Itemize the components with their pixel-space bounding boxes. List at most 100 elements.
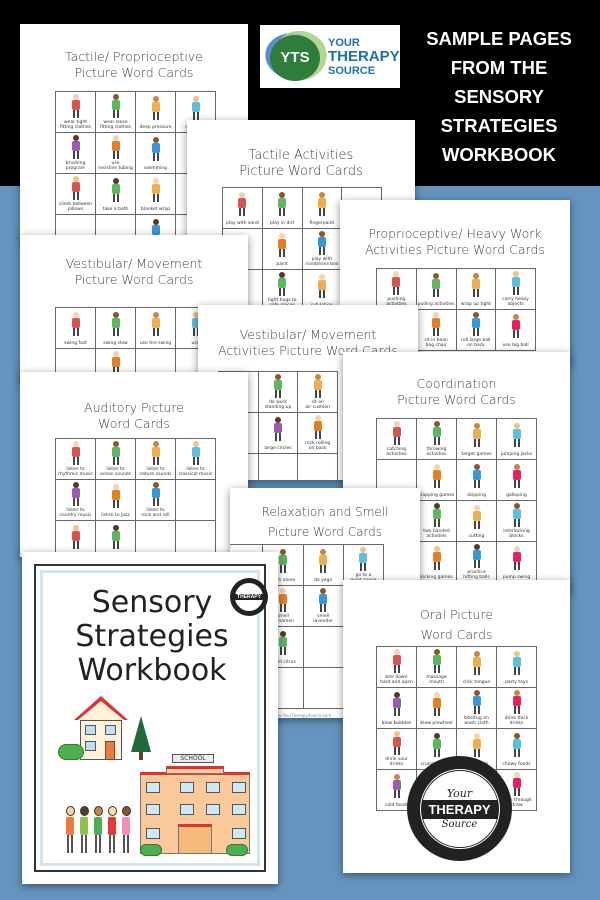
card-illustration [96, 439, 135, 467]
seal-therapy: THERAPY [421, 800, 498, 819]
window [206, 804, 220, 815]
card-label: drink sour drinks [385, 756, 408, 767]
picture-word-card: rub lotion [302, 270, 342, 305]
card-illustration [417, 310, 456, 338]
picture-word-card: pump swing [497, 542, 536, 582]
window [206, 782, 220, 793]
cover-title-line: Workbook [77, 653, 227, 688]
card-label: brushing program [65, 160, 86, 171]
cover-title-line: Sensory [91, 585, 213, 620]
title-line: Oral Picture [419, 607, 494, 622]
page-title: Relaxation and Smell Picture Word Cards [230, 502, 420, 542]
picture-word-card: listen to country music [56, 480, 95, 520]
picture-word-card: swing slow [96, 308, 135, 348]
child-figure-icon [70, 312, 82, 337]
child-figure-icon [391, 774, 403, 799]
card-illustration [377, 269, 416, 297]
child-figure-icon [316, 192, 328, 217]
card-illustration [304, 586, 343, 614]
child-figure-icon [190, 96, 202, 121]
card-illustration [457, 310, 496, 338]
title-line: Picture Word Cards [267, 525, 383, 539]
card-label: galloping [506, 492, 527, 498]
bush-illustration [58, 744, 84, 760]
card-illustration [56, 133, 95, 161]
page-title: Vestibular/ Movement Picture Word Cards [20, 256, 248, 287]
child-figure-icon [431, 648, 443, 673]
card-illustration [457, 501, 496, 534]
child-figure-icon [277, 587, 289, 612]
card-label: climb between pillows [58, 201, 93, 212]
picture-word-card: bite/tug on wash cloth [457, 688, 496, 728]
child-figure-icon [431, 692, 443, 717]
card-illustration [344, 545, 383, 573]
picture-word-card: climb between pillows [56, 174, 95, 214]
picture-word-card: interlocking blocks [497, 501, 536, 541]
headline-line: FROM THE [450, 57, 548, 78]
cover-frame: Sensory Strategies Workbook THERAPY SCHO… [34, 564, 268, 872]
card-label: listen to Jazz [101, 512, 130, 518]
child-figure-icon [276, 271, 288, 296]
seal-your: Your [446, 787, 473, 800]
picture-word-card: two handed activities [417, 501, 456, 541]
card-illustration [497, 542, 536, 575]
card-label: chewy foods [502, 761, 531, 767]
picture-word-card: use big ball [496, 310, 535, 350]
picture-word-card: massage mouth [417, 647, 456, 687]
logo-line-therapy: THERAPY [328, 48, 400, 65]
picture-word-card: blow bubbles [377, 688, 416, 728]
card-label: clapping games [418, 492, 455, 498]
picture-word-card [176, 480, 215, 520]
card-label: interlocking blocks [503, 528, 530, 539]
child-figure-icon [150, 178, 162, 203]
card-label: skipping [467, 492, 486, 498]
tree-illustration [131, 716, 151, 752]
card-illustration [136, 174, 175, 207]
child-figure-icon [150, 312, 162, 337]
cover-seal-text: THERAPY [235, 594, 263, 600]
children-illustration [64, 806, 144, 856]
child-figure-icon [190, 440, 202, 465]
card-illustration [457, 460, 496, 493]
tree-trunk [139, 752, 143, 760]
card-illustration [377, 770, 416, 803]
card-illustration [497, 460, 536, 493]
card-label: cold foods [384, 802, 409, 808]
child-figure-icon [70, 525, 82, 550]
title-line: Vestibular/ Movement [239, 327, 377, 342]
card-label: fingerpaint [309, 220, 335, 226]
picture-word-card: listen to ocean sounds [96, 439, 135, 479]
window [146, 828, 160, 839]
card-illustration [298, 413, 337, 441]
headline-line: WORKBOOK [441, 144, 557, 165]
card-illustration [377, 729, 416, 757]
child-figure-icon [110, 440, 122, 465]
card-illustration [96, 480, 135, 513]
picture-word-card: use resistive tubing [96, 133, 135, 173]
child-figure-icon [511, 689, 523, 714]
child-figure-icon [511, 733, 523, 758]
therapy-source-seal: Your THERAPY Source [407, 756, 512, 861]
child-figure-icon [272, 373, 284, 398]
child-figure-icon [431, 464, 443, 489]
card-label: smell lavender [313, 613, 334, 624]
picture-word-card: roll large ball on back [456, 310, 496, 350]
card-label: massage mouth [426, 674, 447, 685]
cover-title: Sensory Strategies Workbook [36, 586, 268, 688]
card-label: listen to nature sounds [139, 466, 172, 477]
card-label: practice hitting balls [463, 569, 490, 580]
card-illustration [417, 269, 456, 302]
picture-word-card: party toys [497, 647, 536, 687]
picture-word-card: throwing activities [417, 419, 456, 459]
child-figure-icon [92, 806, 104, 856]
child-figure-icon [431, 546, 443, 571]
card-illustration [96, 174, 135, 207]
picture-word-card: clapping games [417, 460, 456, 500]
card-label: swimming [143, 165, 167, 171]
card-label: use [191, 340, 200, 346]
picture-word-card: do yoga [303, 545, 343, 585]
picture-word-card: use personal [56, 521, 95, 557]
card-label: listen to rhythmic music [58, 466, 93, 477]
card-illustration [176, 92, 215, 125]
